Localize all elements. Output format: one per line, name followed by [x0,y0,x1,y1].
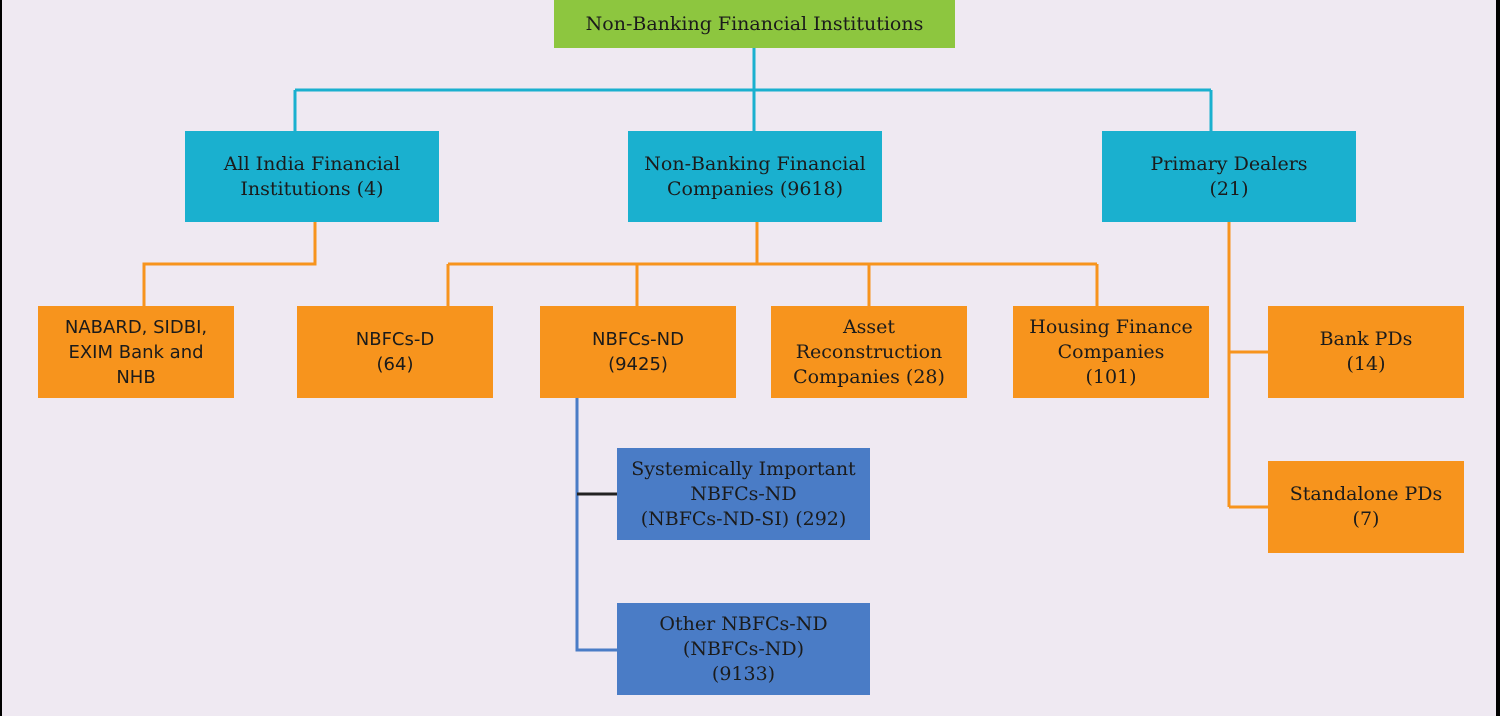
node-label-line: (9133) [711,662,776,685]
nbfcs-nd-node: NBFCs-ND (9425) [540,306,736,398]
node-label-line: NBFCs-ND [690,482,797,505]
node-label-line: Companies [1057,340,1165,363]
node-label-line: Companies (28) [793,365,945,388]
node-label-line: All India Financial [223,152,401,175]
housing-finance-companies-node: Housing Finance Companies (101) [1013,306,1209,398]
standalone-pds-node: Standalone PDs (7) [1268,461,1464,553]
node-label-line: (9425) [608,354,668,375]
node-label-line: (101) [1085,365,1137,388]
node-label-line: NHB [116,366,156,388]
root-connector [293,48,1213,131]
node-label-line: Bank PDs [1319,328,1413,350]
node-label-line: EXIM Bank and [68,341,204,363]
nbfc-connector [446,222,1099,306]
aifi-connector [142,222,317,306]
node-label-line: Institutions (4) [240,177,384,200]
pd-connector [1227,222,1268,509]
other-nbfcs-nd-node: Other NBFCs-ND (NBFCs-ND) (9133) [617,603,870,695]
node-label-line: Primary Dealers [1150,152,1308,175]
node-label-line: NBFCs-D [355,329,435,350]
node-label-line: (NBFCs-ND) [682,637,805,660]
node-label-line: Companies (9618) [666,177,843,200]
all-india-financial-institutions-node: All India Financial Institutions (4) [185,131,439,222]
node-label-line: (14) [1346,353,1386,375]
nabard-sidbi-exim-nhb-node: NABARD, SIDBI, EXIM Bank and NHB [38,306,234,398]
node-label-line: (7) [1352,508,1380,530]
node-label-line: (21) [1209,177,1249,200]
node-label-line: Housing Finance [1029,315,1193,338]
node-label-line: NABARD, SIDBI, [64,316,208,338]
node-label-line: NBFCs-ND [592,329,684,350]
node-label-line: Non-Banking Financial [644,152,866,175]
root-label: Non-Banking Financial Institutions [585,12,924,35]
node-label-line: Other NBFCs-ND [659,612,828,635]
primary-dealers-node: Primary Dealers (21) [1102,131,1356,222]
node-label-line: Systemically Important [631,457,856,480]
node-label-line: Asset [842,315,896,338]
node-label-line: Standalone PDs [1289,483,1443,505]
root-node: Non-Banking Financial Institutions [554,0,955,48]
node-label-line: (NBFCs-ND-SI) (292) [640,507,847,530]
nd-connector [575,398,617,652]
asset-reconstruction-companies-node: Asset Reconstruction Companies (28) [771,306,967,398]
nbfcs-d-node: NBFCs-D (64) [297,306,493,398]
node-label-line: (64) [376,354,414,375]
systemically-important-nbfcs-nd-node: Systemically Important NBFCs-ND (NBFCs-N… [617,448,870,540]
bank-pds-node: Bank PDs (14) [1268,306,1464,398]
node-label-line: Reconstruction [795,340,943,363]
non-banking-financial-companies-node: Non-Banking Financial Companies (9618) [628,131,882,222]
